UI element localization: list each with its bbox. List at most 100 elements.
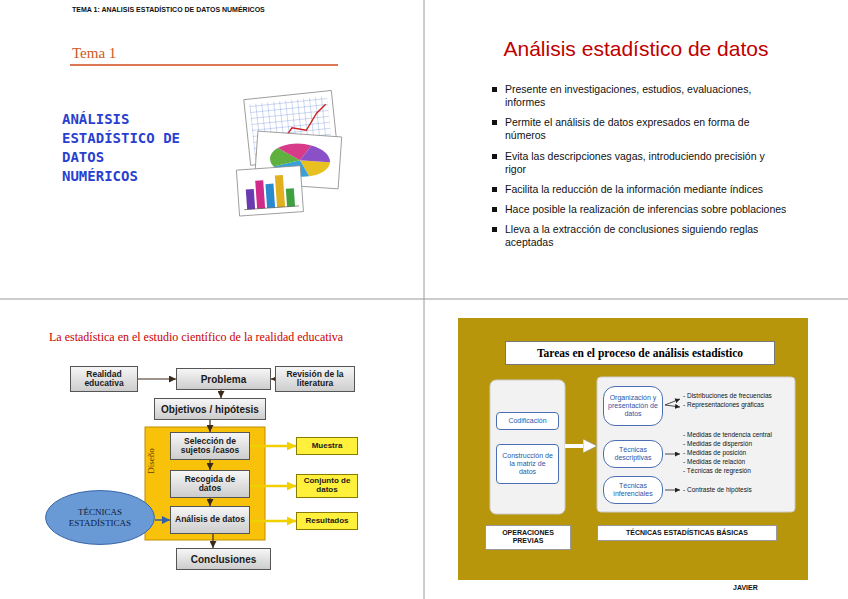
bullet-mark <box>492 187 497 192</box>
bullet-text: Facilita la reducción de la información … <box>505 183 763 196</box>
bullet-mark <box>492 207 497 212</box>
title-underline <box>70 64 338 66</box>
author-name: JAVIER <box>733 584 758 592</box>
bullet-item: Evita las descripciones vagas, introduci… <box>492 150 787 176</box>
flow-arrow <box>138 378 176 379</box>
bar-card-group <box>236 166 303 216</box>
panel-label: TÉCNICAS ESTADÍSTICAS BÁSICAS <box>597 525 777 541</box>
flow-arrow <box>565 444 592 448</box>
page-header: TEMA 1: ANALISIS ESTADÍSTICO DE DATOS NU… <box>72 6 265 14</box>
bullet-item: Lleva a la extracción de conclusiones si… <box>492 223 787 249</box>
process-box: Conclusiones <box>176 548 271 570</box>
list-item: - Técnicas de regresión <box>683 467 751 475</box>
node-text: Revisión de la literatura <box>279 370 351 389</box>
process-box: Selección de sujetos /casos <box>170 432 250 460</box>
bullet-item: Presente en investigaciones, estudios, e… <box>492 83 787 109</box>
list-item: - Medidas de dispersión <box>683 440 752 448</box>
bar <box>255 180 265 208</box>
slide-number: Tema 1 <box>72 44 116 62</box>
node-text: Técnicas inferenciales <box>607 482 659 498</box>
flow-arrow <box>209 460 210 470</box>
bullet-mark <box>492 227 497 232</box>
flow-arrow <box>250 445 296 448</box>
title-box: Tareas en el proceso de análisis estadís… <box>505 341 775 365</box>
output-box: Conjunto de datos <box>296 474 358 498</box>
list-item: - Medidas de posición <box>683 449 746 457</box>
slide-title: Análisis estadístico de datos <box>424 36 848 61</box>
bullet-mark <box>492 120 497 125</box>
output-box: Muestra <box>296 437 358 455</box>
leader-arrow <box>665 454 680 455</box>
bullet-mark <box>492 154 497 159</box>
flow-arrow <box>209 420 210 432</box>
bullet-list: Presente en investigaciones, estudios, e… <box>492 83 787 249</box>
output-box: Resultados <box>296 512 358 530</box>
bullet-item: Hace posible la realización de inferenci… <box>492 203 787 216</box>
node-text: Codificación <box>508 417 546 425</box>
process-box: Recogida de datos <box>170 470 250 498</box>
list-item: - Representaciones gráficas <box>683 401 764 409</box>
list-item: - Distribuciones de frecuencias <box>683 392 772 400</box>
bar <box>286 188 295 207</box>
node-text: Objetivos / hipótesis <box>161 404 259 415</box>
bullet-text: Evita las descripciones vagas, introduci… <box>505 150 787 176</box>
bar-card <box>236 166 303 216</box>
flow-arrow <box>250 520 296 523</box>
operations-panel <box>490 380 565 514</box>
pie-slice <box>300 145 331 163</box>
node-text: Organización y presentación de datos <box>607 394 659 418</box>
technique-box: Técnicas inferenciales <box>603 476 663 504</box>
flow-arrow <box>220 390 221 398</box>
step-box: Construcción de la matriz de datos <box>496 444 559 484</box>
design-region: DiseñoSelección de sujetos /casosRecogid… <box>145 427 265 540</box>
node-text: TÉCNICAS ESTADÍSTICAS <box>59 507 141 528</box>
bar <box>265 184 275 208</box>
slide-title: La estadística en el estudio científico … <box>49 330 343 344</box>
group-panel: OPERACIONES PREVIASCodificaciónConstrucc… <box>490 380 565 514</box>
bullet-text: Lleva a la extracción de conclusiones si… <box>505 223 787 249</box>
input-box: Revisión de la literatura <box>275 366 355 392</box>
techniques-panel <box>597 377 795 512</box>
bullet-text: Hace posible la realización de inferenci… <box>505 203 786 216</box>
leader-arrow <box>665 490 680 491</box>
connectors <box>138 379 592 548</box>
flow-arrow <box>155 519 170 521</box>
leader-arrow <box>665 399 680 405</box>
bullet-item: Facilita la reducción de la información … <box>492 183 787 196</box>
bullet-text: Permite el análisis de datos expresados … <box>505 116 787 142</box>
process-box: Análisis de datos <box>170 506 250 534</box>
flow-arrow <box>250 485 296 488</box>
process-box: Objetivos / hipótesis <box>154 398 266 420</box>
axis <box>244 206 299 210</box>
slide-title: ANÁLISIS ESTADÍSTICO DE DATOS NUMÉRICOS <box>62 110 186 186</box>
design-region <box>145 427 265 540</box>
panel-divider <box>0 299 848 300</box>
list-item: - Contraste de hipótesis <box>683 486 752 494</box>
node-text: Tareas en el proceso de análisis estadís… <box>537 347 743 359</box>
ellipse-shape <box>46 491 155 545</box>
input-box: Realidad educativa <box>70 366 138 392</box>
bullet-mark <box>492 87 497 92</box>
flow-arrow <box>212 534 213 548</box>
node-text: Conjunto de datos <box>300 477 354 495</box>
node-text: Problema <box>201 374 247 385</box>
node-text: Selección de sujetos /casos <box>174 437 246 456</box>
bar <box>275 175 285 207</box>
step-box: Codificación <box>496 412 559 430</box>
panel-label: OPERACIONES PREVIAS <box>485 525 571 550</box>
flow-arrow <box>209 498 210 506</box>
bullet-item: Permite el análisis de datos expresados … <box>492 116 787 142</box>
list-item: - Medidas de relación <box>683 458 745 466</box>
technique-box: Técnicas descriptivas <box>603 440 663 468</box>
leader-arrow <box>665 405 680 407</box>
node-text: Realidad educativa <box>74 370 134 389</box>
node-text: Muestra <box>312 442 343 451</box>
node-text: Técnicas descriptivas <box>607 446 659 462</box>
node-text: Análisis de datos <box>175 515 245 524</box>
list-item: - Medidas de tendencia central <box>683 431 772 439</box>
bullet-text: Presente en investigaciones, estudios, e… <box>505 83 787 109</box>
node-text: Resultados <box>305 517 348 526</box>
node-text: Recogida de datos <box>174 475 246 494</box>
